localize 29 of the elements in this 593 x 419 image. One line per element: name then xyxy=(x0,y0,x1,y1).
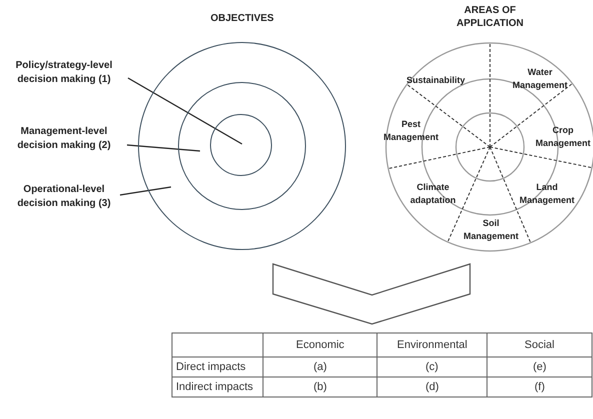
leader-line xyxy=(128,77,242,145)
area-label: Sustainability xyxy=(406,74,466,87)
area-label: Soil Management xyxy=(462,217,520,243)
table-cell-text: (c) xyxy=(426,361,438,373)
leader-line xyxy=(126,144,200,152)
area-label: Crop Management xyxy=(534,124,592,150)
table-cell-text: Social xyxy=(524,339,554,351)
table-cell-text: (e) xyxy=(533,361,546,373)
target-ring xyxy=(178,82,306,210)
level-label: Management-level decision making (2) xyxy=(3,125,125,167)
section-title: OBJECTIVES xyxy=(210,12,274,25)
section-title: AREAS OF APPLICATION xyxy=(455,4,525,30)
level-label: Policy/strategy-level decision making (1) xyxy=(3,59,125,101)
area-label: Pest Management xyxy=(382,118,440,144)
area-label: Climate adaptation xyxy=(409,181,457,207)
table-cell-text: (f) xyxy=(534,381,545,393)
target-ring xyxy=(138,42,346,250)
area-label: Land Management xyxy=(518,181,576,207)
table-cell-text: (d) xyxy=(426,381,439,393)
table-cell-text: (b) xyxy=(314,381,327,393)
table-cell-text: Direct impacts xyxy=(176,361,246,373)
table-cell-text: Environmental xyxy=(397,339,468,351)
table-cell-text: (a) xyxy=(314,361,327,373)
table-cell-text: Indirect impacts xyxy=(176,381,254,393)
table-cell-text: Economic xyxy=(296,339,344,351)
level-label: Operational-level decision making (3) xyxy=(3,183,125,225)
area-label: Water Management xyxy=(511,66,568,92)
leader-line xyxy=(120,186,172,196)
target-ring xyxy=(210,114,272,176)
